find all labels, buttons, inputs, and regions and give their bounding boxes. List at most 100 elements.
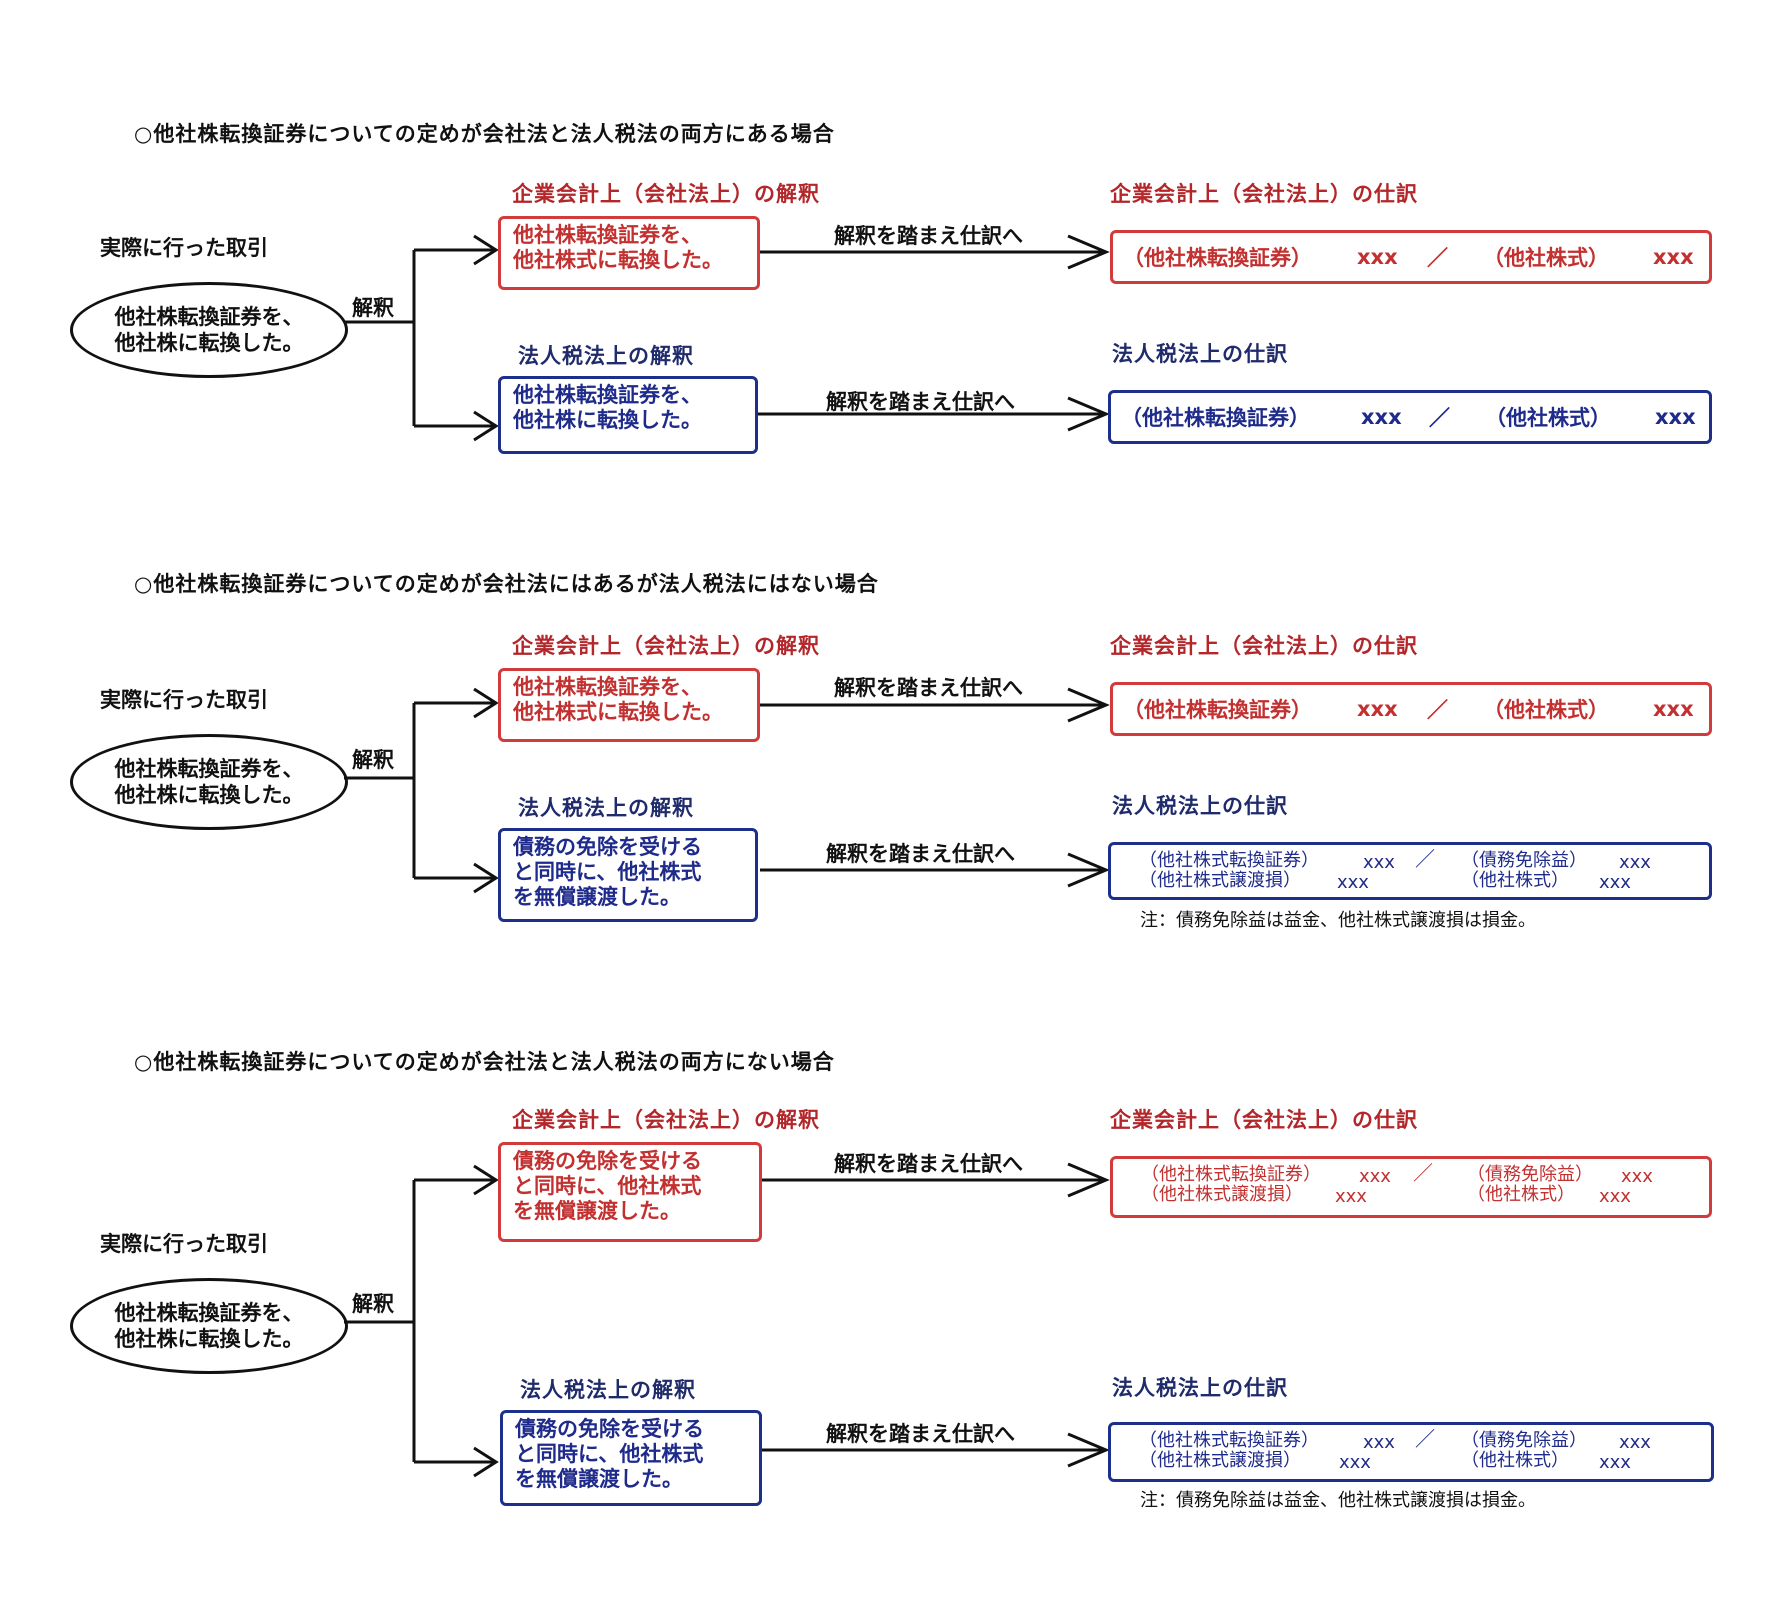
section-1-actual-label: 実際に行った取引 — [100, 236, 268, 260]
journal-amount: xxx — [1361, 405, 1402, 429]
journal-debit-1: （他社株式転換証券） — [1139, 850, 1319, 871]
section-1-corp-journal-header: 企業会計上（会社法上）の仕訳 — [1110, 182, 1418, 206]
section-2-tax-journal-header: 法人税法上の仕訳 — [1112, 794, 1288, 818]
arrowhead-1b — [473, 410, 499, 442]
journal-debit: （他社株転換証券） — [1121, 406, 1310, 430]
section-3-actual-text: 他社株転換証券を、 他社株に転換した。 — [114, 1301, 304, 1351]
journal-amount: xxx — [1357, 245, 1398, 269]
section-2-interpret-label: 解釈 — [352, 748, 394, 772]
journal-debit-2: （他社株式譲渡損） — [1139, 1450, 1301, 1471]
arrowhead-2c — [1067, 687, 1110, 723]
section-2-to-journal-a: 解釈を踏まえ仕訳へ — [834, 676, 1023, 700]
journal-credit-2: （他社株式） — [1461, 1450, 1569, 1471]
section-2-corp-journal-header: 企業会計上（会社法上）の仕訳 — [1110, 634, 1418, 658]
journal-amount: xxx — [1339, 1452, 1371, 1473]
journal-debit: （他社株転換証券） — [1123, 246, 1312, 270]
journal-credit: （他社株式） — [1483, 698, 1609, 722]
section-1-tax-interp-box: 他社株転換証券を、 他社株に転換した。 — [498, 376, 758, 454]
section-1-tax-journal-header: 法人税法上の仕訳 — [1112, 342, 1288, 366]
journal-slash: ／ — [1427, 698, 1448, 722]
journal-amount: xxx — [1655, 405, 1696, 429]
journal-credit-2: （他社株式） — [1467, 1184, 1575, 1205]
section-3-tax-journal-box: （他社株式転換証券） xxx ／ （債務免除益） xxx （他社株式譲渡損） x… — [1108, 1422, 1714, 1482]
section-3-interpret-label: 解釈 — [352, 1292, 394, 1316]
journal-credit: （他社株式） — [1485, 406, 1611, 430]
journal-amount: xxx — [1653, 697, 1694, 721]
journal-debit-1: （他社株式転換証券） — [1141, 1164, 1321, 1185]
journal-credit-1: （債務免除益） — [1461, 1430, 1587, 1451]
section-1-interpret-label: 解釈 — [352, 296, 394, 320]
journal-amount: xxx — [1619, 1432, 1651, 1453]
section-3-to-journal-a: 解釈を踏まえ仕訳へ — [834, 1152, 1023, 1176]
journal-slash: ／ — [1429, 406, 1450, 430]
section-1-corp-interp-header: 企業会計上（会社法上）の解釈 — [512, 182, 820, 206]
arrowhead-1d — [1067, 396, 1110, 432]
journal-credit: （他社株式） — [1483, 246, 1609, 270]
arrowhead-3d — [1067, 1432, 1110, 1468]
section-3-tax-interp-box: 債務の免除を受ける と同時に、他社株式 を無償譲渡した。 — [500, 1410, 762, 1506]
branch-line-2 — [344, 701, 496, 880]
arrowhead-2a — [473, 687, 499, 719]
journal-amount: xxx — [1337, 872, 1369, 893]
section-1-corp-interp-box: 他社株転換証券を、 他社株式に転換した。 — [498, 216, 760, 290]
section-2-actual-label: 実際に行った取引 — [100, 688, 268, 712]
section-1-title: ○他社株転換証券についての定めが会社法と法人税法の両方にある場合 — [134, 122, 835, 146]
section-1-tax-interp-header: 法人税法上の解釈 — [518, 344, 694, 368]
journal-slash: ／ — [1415, 847, 1435, 871]
arrowhead-2d — [1067, 852, 1110, 888]
section-2-corp-interp-header: 企業会計上（会社法上）の解釈 — [512, 634, 820, 658]
journal-amount: xxx — [1621, 1166, 1653, 1187]
journal-credit-1: （債務免除益） — [1461, 850, 1587, 871]
journal-amount: xxx — [1363, 1432, 1395, 1453]
section-2-corp-journal-box: （他社株転換証券） xxx ／ （他社株式） xxx — [1110, 682, 1712, 736]
section-2-tax-interp-box: 債務の免除を受ける と同時に、他社株式 を無償譲渡した。 — [498, 828, 758, 922]
branch-line-3 — [344, 1178, 496, 1464]
arrowhead-3b — [473, 1446, 499, 1478]
section-3-tax-interp-header: 法人税法上の解釈 — [520, 1378, 696, 1402]
section-2-actual-ellipse: 他社株転換証券を、 他社株に転換した。 — [70, 734, 348, 830]
journal-debit-2: （他社株式譲渡損） — [1139, 870, 1301, 891]
section-3-corp-journal-box: （他社株式転換証券） xxx ／ （債務免除益） xxx （他社株式譲渡損） x… — [1110, 1156, 1712, 1218]
section-3-corp-interp-header: 企業会計上（会社法上）の解釈 — [512, 1108, 820, 1132]
section-2-tax-journal-box: （他社株式転換証券） xxx ／ （債務免除益） xxx （他社株式譲渡損） x… — [1108, 842, 1712, 900]
journal-slash: ／ — [1427, 246, 1448, 270]
branch-line-1 — [344, 248, 496, 428]
arrowhead-3a — [473, 1164, 499, 1196]
section-1-actual-text: 他社株転換証券を、 他社株に転換した。 — [114, 305, 304, 355]
journal-debit-2: （他社株式譲渡損） — [1141, 1184, 1303, 1205]
arrowhead-3c — [1067, 1162, 1110, 1198]
journal-amount: xxx — [1599, 872, 1631, 893]
section-3-corp-journal-header: 企業会計上（会社法上）の仕訳 — [1110, 1108, 1418, 1132]
journal-amount: xxx — [1335, 1186, 1367, 1207]
journal-credit-2: （他社株式） — [1461, 870, 1569, 891]
section-3-actual-ellipse: 他社株転換証券を、 他社株に転換した。 — [70, 1278, 348, 1374]
section-3-actual-label: 実際に行った取引 — [100, 1232, 268, 1256]
section-1-to-journal-a: 解釈を踏まえ仕訳へ — [834, 224, 1023, 248]
section-2-tax-interp-header: 法人税法上の解釈 — [518, 796, 694, 820]
section-3-corp-interp-box: 債務の免除を受ける と同時に、他社株式 を無償譲渡した。 — [498, 1142, 762, 1242]
journal-amount: xxx — [1599, 1186, 1631, 1207]
journal-debit-1: （他社株式転換証券） — [1139, 1430, 1319, 1451]
journal-amount: xxx — [1653, 245, 1694, 269]
arrowhead-2b — [473, 862, 499, 894]
journal-amount: xxx — [1359, 1166, 1391, 1187]
journal-slash: ／ — [1413, 1161, 1433, 1185]
section-3-tax-journal-header: 法人税法上の仕訳 — [1112, 1376, 1288, 1400]
journal-debit: （他社株転換証券） — [1123, 698, 1312, 722]
section-1-actual-ellipse: 他社株転換証券を、 他社株に転換した。 — [70, 282, 348, 378]
section-3-note: 注：債務免除益は益金、他社株式譲渡損は損金。 — [1140, 1490, 1536, 1511]
journal-amount: xxx — [1599, 1452, 1631, 1473]
journal-credit-1: （債務免除益） — [1467, 1164, 1593, 1185]
arrowhead-1a — [473, 234, 499, 266]
arrowhead-1c — [1067, 234, 1110, 270]
section-1-tax-journal-box: （他社株転換証券） xxx ／ （他社株式） xxx — [1108, 390, 1712, 444]
section-2-note: 注：債務免除益は益金、他社株式譲渡損は損金。 — [1140, 910, 1536, 931]
section-3-title: ○他社株転換証券についての定めが会社法と法人税法の両方にない場合 — [134, 1050, 835, 1074]
section-2-to-journal-b: 解釈を踏まえ仕訳へ — [826, 842, 1015, 866]
section-1-corp-journal-box: （他社株転換証券） xxx ／ （他社株式） xxx — [1110, 230, 1712, 284]
journal-amount: xxx — [1619, 852, 1651, 873]
section-2-actual-text: 他社株転換証券を、 他社株に転換した。 — [114, 757, 304, 807]
journal-amount: xxx — [1363, 852, 1395, 873]
journal-amount: xxx — [1357, 697, 1398, 721]
